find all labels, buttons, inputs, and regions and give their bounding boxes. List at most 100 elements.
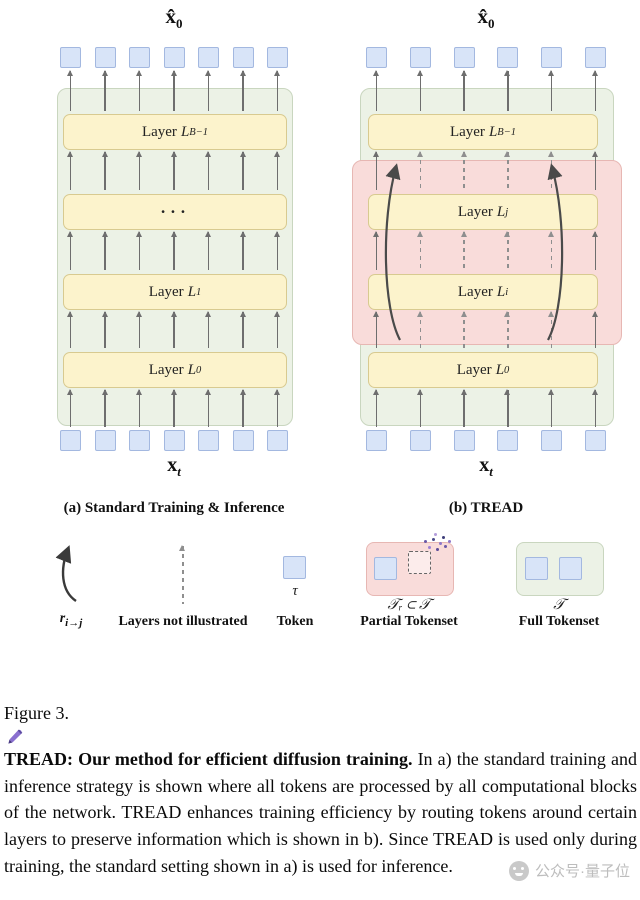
up-arrow-icon: [366, 311, 387, 348]
token: [94, 47, 116, 68]
up-arrow-icon: [410, 70, 431, 111]
up-arrow-icon: [95, 70, 116, 111]
token-row-bottom-b: [366, 430, 606, 451]
token: [541, 47, 563, 68]
up-arrow-icon: [585, 389, 606, 427]
up-arrow-icon: [585, 151, 606, 190]
up-arrow-icon: [164, 389, 185, 427]
dashed-arrow-icon: [179, 545, 185, 604]
up-arrow-icon: [454, 70, 475, 111]
layer-var: L: [495, 361, 505, 378]
layer-word: Layer: [457, 283, 493, 300]
xhat-sub: 0: [176, 16, 183, 32]
dashed-arrow-icon: [454, 231, 475, 270]
up-arrow-icon: [233, 389, 254, 427]
dashed-arrow-icon: [497, 151, 518, 190]
legend-full-token-1: [525, 557, 548, 580]
legend-token-square: [283, 556, 306, 579]
token: [453, 430, 475, 451]
up-arrow-icon: [267, 389, 288, 427]
up-arrow-icon: [60, 151, 81, 190]
layer-var: L: [488, 123, 498, 140]
dashed-arrow-icon: [454, 311, 475, 348]
up-arrow-icon: [198, 389, 219, 427]
dashed-arrow-icon: [410, 231, 431, 270]
scattered-tokens-icon: [424, 540, 427, 543]
arrow-row-mixed: [366, 151, 606, 190]
dashed-arrow-icon: [497, 231, 518, 270]
legend-token-symbol: τ: [292, 583, 298, 599]
up-arrow-icon: [497, 70, 518, 111]
up-arrow-icon: [60, 70, 81, 111]
layer-word: Layer: [456, 361, 492, 378]
legend-partial-symbol: 𝒯ᵣ ⊂ 𝒯: [387, 597, 431, 613]
up-arrow-icon: [233, 151, 254, 190]
token: [232, 47, 254, 68]
arrow-row: [60, 389, 288, 427]
watermark: 公众号·量子位: [509, 860, 630, 881]
up-arrow-icon: [267, 70, 288, 111]
up-arrow-icon: [95, 311, 116, 348]
token: [198, 47, 219, 68]
layer-word: Layer: [148, 361, 184, 378]
up-arrow-icon: [129, 151, 150, 190]
panel-a-caption: (a) Standard Training & Inference: [63, 500, 285, 516]
xt-base: x: [479, 454, 490, 476]
layer-var: L: [496, 283, 506, 300]
layer-block-a-dots: · · ·: [63, 194, 287, 230]
up-arrow-icon: [585, 311, 606, 348]
up-arrow-icon: [164, 311, 185, 348]
caption-body: In a) the standard training and inferenc…: [4, 748, 637, 876]
up-arrow-icon: [410, 389, 431, 427]
output-label-a: x̂0: [54, 4, 294, 32]
token: [163, 430, 185, 451]
token: [267, 47, 288, 68]
caption-bold: TREAD: Our method for efficient diffusio…: [4, 748, 413, 769]
up-arrow-icon: [366, 151, 387, 190]
token: [409, 47, 431, 68]
up-arrow-icon: [585, 231, 606, 270]
layer-sub: B−1: [189, 126, 209, 138]
token: [60, 430, 81, 451]
legend-full-token-2: [559, 557, 582, 580]
token: [497, 430, 519, 451]
up-arrow-icon: [129, 231, 150, 270]
up-arrow-icon: [129, 389, 150, 427]
dashed-arrow-icon: [541, 311, 562, 348]
up-arrow-icon: [164, 151, 185, 190]
input-label-b: xt: [366, 454, 606, 480]
layer-sub: j: [505, 206, 509, 218]
layer-var: L: [180, 123, 190, 140]
token: [232, 430, 254, 451]
token: [267, 430, 288, 451]
figure-caption: Figure 3. TREAD: Our method for efficien…: [4, 700, 637, 880]
layer-word: Layer: [141, 123, 177, 140]
token: [584, 47, 606, 68]
xt-base: x: [167, 454, 178, 476]
up-arrow-icon: [60, 389, 81, 427]
up-arrow-icon: [541, 70, 562, 111]
xt-sub: t: [177, 464, 181, 479]
xhat-sub: 0: [488, 16, 495, 32]
figure-number: Figure 3.: [4, 703, 69, 723]
qbitai-logo-icon: [509, 860, 529, 881]
token: [94, 430, 116, 451]
xt-sub: t: [489, 464, 493, 479]
arrow-row: [60, 231, 288, 270]
up-arrow-icon: [95, 151, 116, 190]
arrow-row: [60, 70, 288, 111]
layer-var: L: [187, 361, 197, 378]
legend-full-label: Full Tokenset: [518, 614, 600, 629]
token: [366, 430, 387, 451]
up-arrow-icon: [129, 70, 150, 111]
input-label-a: xt: [54, 454, 294, 480]
token: [409, 430, 431, 451]
dashed-arrow-icon: [410, 151, 431, 190]
token-row-top-b: [366, 47, 606, 68]
up-arrow-icon: [198, 231, 219, 270]
